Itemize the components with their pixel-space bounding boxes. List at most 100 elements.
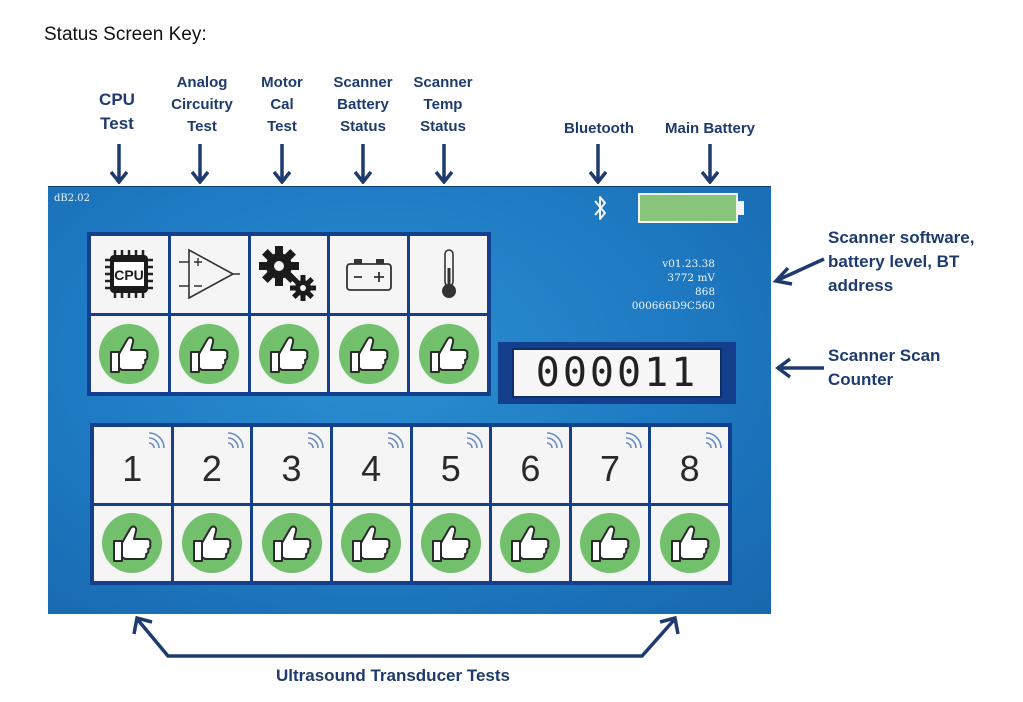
- analog-circuitry-test-cell[interactable]: [170, 236, 248, 313]
- transducer-result: [651, 505, 728, 581]
- thumbs-up-icon: [352, 525, 391, 563]
- cpu-icon: CPU: [105, 250, 154, 299]
- pass-indicator: [420, 513, 481, 574]
- bluetooth-icon: [594, 196, 606, 220]
- down-arrow-icon: [110, 144, 128, 184]
- pass-indicator: [179, 323, 240, 384]
- gears-icon: [258, 246, 316, 302]
- transducer-cell[interactable]: 2: [173, 427, 251, 503]
- scanner-code: 868: [694, 286, 715, 298]
- thumbs-up-icon: [431, 525, 471, 563]
- transducer-cell[interactable]: 3: [253, 427, 330, 503]
- transducer-number: 1: [122, 447, 143, 489]
- thumbs-up-icon: [190, 336, 229, 373]
- transducer-result: [571, 505, 649, 581]
- signal-waves-icon: [228, 432, 245, 449]
- transducer-result: [253, 505, 330, 581]
- down-arrow-icon: [701, 144, 719, 184]
- annotation-ultrasound-transducer-tests: Ultrasound Transducer Tests: [276, 666, 510, 685]
- pass-indicator: [258, 323, 319, 384]
- scanner-battery-result: [330, 315, 408, 392]
- transducer-result: [94, 505, 171, 581]
- pass-indicator: [580, 513, 641, 574]
- bracket-arrow-icon: [132, 615, 680, 658]
- thumbs-up-icon: [349, 336, 389, 373]
- scanner-battery-icon: [345, 259, 392, 292]
- thumbs-up-icon: [269, 336, 309, 373]
- transducer-cell[interactable]: 6: [492, 427, 569, 503]
- transducer-result: [492, 505, 569, 581]
- scanner-temp-result: [410, 315, 487, 392]
- pass-indicator: [341, 513, 402, 574]
- scanner-info-block: v01.23.38 3772 mV 868 000666D9C560: [632, 257, 715, 313]
- scan-counter-frame: 000011: [498, 342, 736, 404]
- transducer-cell[interactable]: 1: [94, 427, 171, 503]
- pass-indicator: [102, 513, 163, 574]
- transducer-result: [412, 505, 490, 581]
- firmware-version: dB2.02: [54, 193, 91, 204]
- signal-waves-icon: [467, 432, 483, 449]
- arrow-left-icon: [772, 257, 825, 286]
- down-arrow-icon: [191, 144, 209, 184]
- thumbs-up-icon: [429, 336, 468, 373]
- down-arrow-icon: [354, 144, 372, 184]
- scanner-battery-status-cell[interactable]: [330, 236, 408, 313]
- signal-waves-icon: [705, 432, 722, 449]
- thumbs-up-icon: [110, 336, 149, 373]
- thumbs-up-icon: [113, 525, 152, 563]
- motor-cal-test-result: [250, 315, 328, 392]
- annotation-bluetooth: Bluetooth: [564, 120, 634, 137]
- page-title: Status Screen Key:: [44, 24, 207, 45]
- svg-text:CPU: CPU: [115, 267, 145, 283]
- transducer-number: 7: [600, 447, 621, 489]
- status-test-grid: CPU: [87, 232, 491, 396]
- software-version: v01.23.38: [662, 258, 715, 270]
- pass-indicator: [418, 323, 479, 384]
- transducer-number: 6: [520, 447, 541, 489]
- transducer-number: 8: [679, 447, 700, 489]
- pass-indicator: [338, 323, 399, 384]
- signal-waves-icon: [307, 432, 324, 449]
- pass-indicator: [261, 513, 322, 574]
- cpu-test-cell[interactable]: CPU: [91, 236, 168, 313]
- signal-waves-icon: [546, 432, 563, 449]
- thumbs-up-icon: [192, 525, 232, 563]
- pass-indicator: [500, 513, 561, 574]
- scanner-temp-status-cell[interactable]: [410, 236, 487, 313]
- main-battery-tip: [738, 201, 744, 215]
- scan-counter-value: 000011: [535, 350, 699, 396]
- cpu-test-result: [91, 315, 168, 392]
- down-arrow-icon: [435, 144, 453, 184]
- signal-waves-icon: [387, 432, 404, 449]
- annotation-main-battery: Main Battery: [664, 120, 756, 137]
- thermometer-icon: [441, 249, 456, 299]
- down-arrow-icon: [273, 144, 291, 184]
- thumbs-up-icon: [511, 525, 550, 563]
- analog-test-result: [170, 315, 248, 392]
- scan-counter: 000011: [512, 348, 722, 398]
- transducer-number: 2: [201, 447, 222, 489]
- motor-cal-test-cell[interactable]: [250, 236, 328, 313]
- transducer-result: [173, 505, 251, 581]
- transducer-cell[interactable]: 7: [571, 427, 649, 503]
- arrow-left-icon: [775, 357, 824, 379]
- signal-waves-icon: [148, 432, 165, 449]
- transducer-cell[interactable]: 4: [332, 427, 410, 503]
- down-arrow-icon: [589, 144, 607, 184]
- transducer-number: 5: [440, 447, 461, 489]
- battery-level: 3772 mV: [667, 272, 715, 284]
- thumbs-up-icon: [670, 525, 710, 563]
- signal-waves-icon: [626, 432, 643, 449]
- transducer-cell[interactable]: 8: [651, 427, 728, 503]
- transducer-test-grid: 1 2 3 4 5 6 7 8: [90, 423, 732, 585]
- transducer-result: [332, 505, 410, 581]
- bt-address: 000666D9C560: [631, 300, 715, 312]
- transducer-cell[interactable]: 5: [412, 427, 490, 503]
